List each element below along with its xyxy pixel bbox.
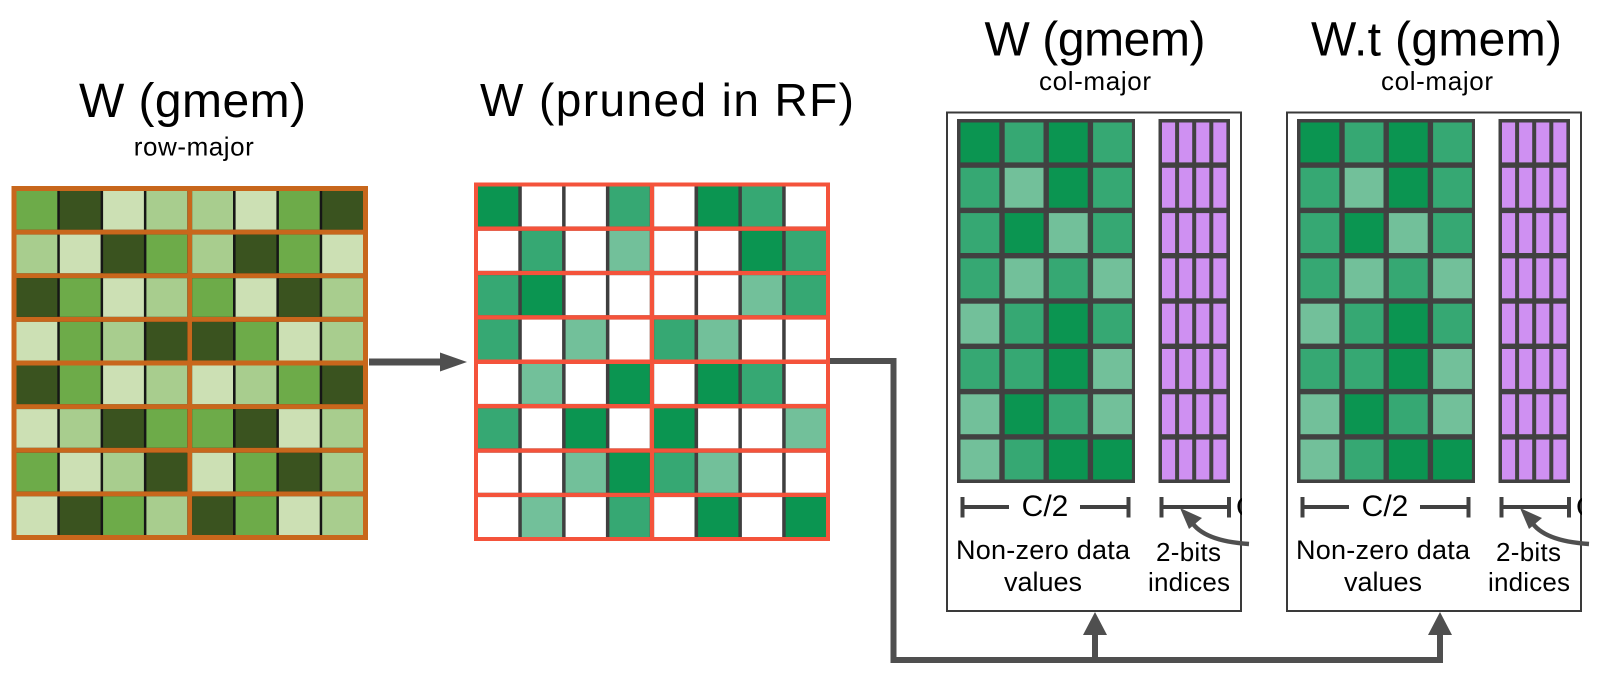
svg-text:2-bits: 2-bits	[1156, 537, 1221, 567]
svg-text:C/2: C/2	[1362, 490, 1409, 523]
svg-text:values: values	[1004, 567, 1082, 597]
svg-text:col-major: col-major	[1381, 66, 1493, 96]
svg-text:W.t (gmem): W.t (gmem)	[1311, 14, 1562, 67]
svg-text:Non-zero data: Non-zero data	[956, 535, 1131, 565]
svg-text:2-bits: 2-bits	[1496, 537, 1561, 567]
svg-text:C: C	[1576, 491, 1596, 522]
svg-text:indices: indices	[1148, 567, 1230, 597]
svg-text:col-major: col-major	[1039, 66, 1151, 96]
svg-text:W (gmem): W (gmem)	[985, 14, 1206, 67]
svg-text:values: values	[1344, 567, 1422, 597]
svg-text:W (gmem): W (gmem)	[79, 75, 306, 128]
svg-text:Non-zero data: Non-zero data	[1296, 535, 1471, 565]
svg-text:W (pruned in RF): W (pruned in RF)	[480, 74, 854, 126]
svg-text:C/2: C/2	[1022, 490, 1069, 523]
svg-text:C: C	[1236, 491, 1256, 522]
svg-text:indices: indices	[1488, 567, 1570, 597]
svg-text:row-major: row-major	[134, 132, 254, 162]
